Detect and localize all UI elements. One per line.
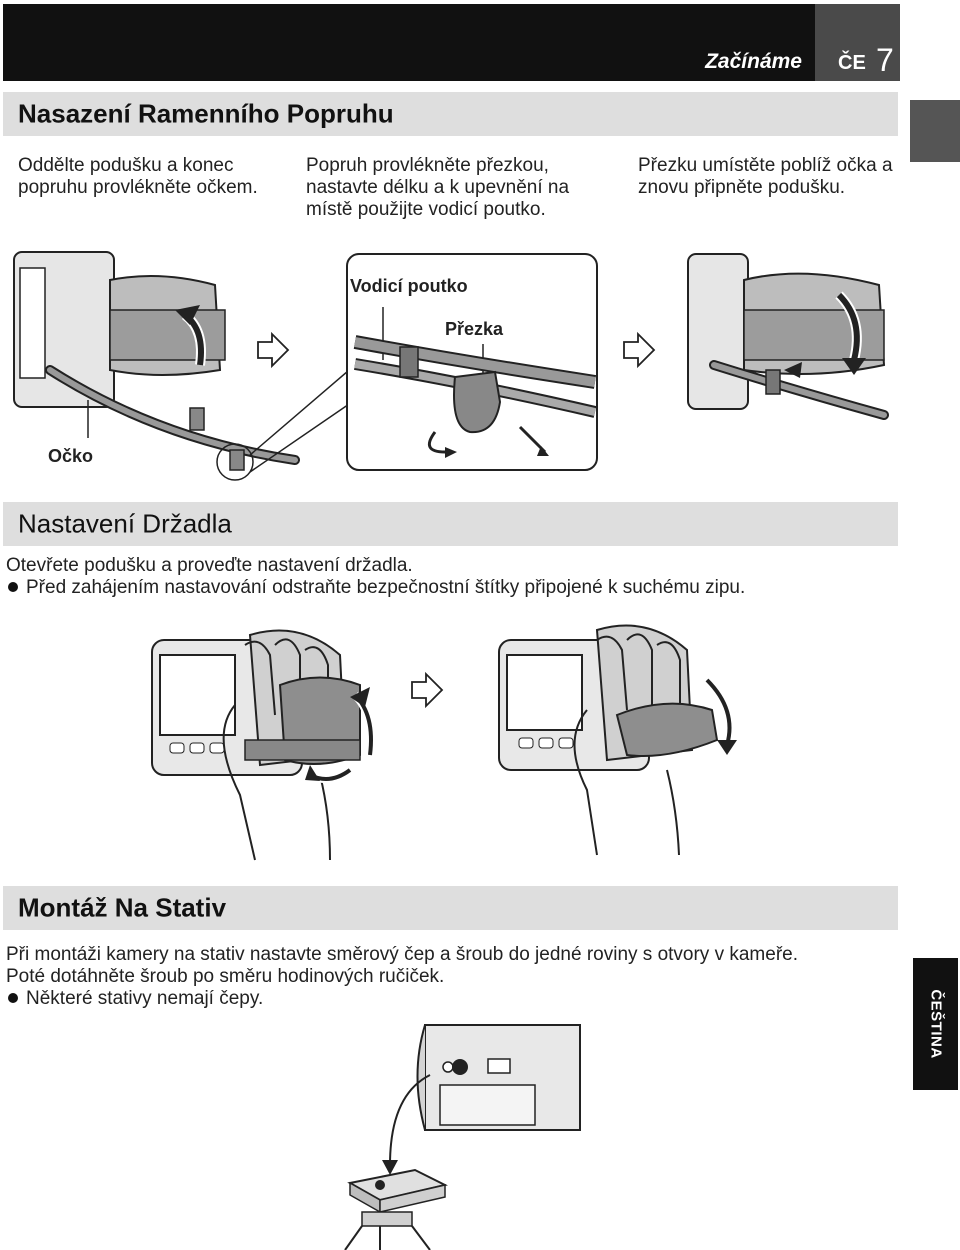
section-title-shoulder-strap: Nasazení Ramenního Popruhu <box>18 98 394 129</box>
step-arrow-2-icon <box>623 331 656 369</box>
label-guide-loop: Vodicí poutko <box>350 276 468 296</box>
section-title-tripod: Montáž Na Stativ <box>18 892 227 923</box>
strap-step3-illustration <box>687 253 889 420</box>
section-bar-tripod: Montáž Na Stativ <box>3 886 898 930</box>
step-2-text: Popruh provlékněte přezkou, nastavte dél… <box>306 155 570 220</box>
bullet-icon <box>8 993 18 1004</box>
side-tab-language: ČEŠTINA <box>913 958 958 1090</box>
tripod-bullet-item: Některé stativy nemají čepy. <box>6 988 263 1010</box>
side-tab-language-label: ČEŠTINA <box>927 989 944 1059</box>
grip-bullet-item: Před zahájením nastavování odstraňte bez… <box>6 577 745 599</box>
tripod-illustration <box>344 1024 581 1250</box>
side-tab-marker <box>910 100 960 162</box>
tripod-instruction-line1: Při montáži kamery na stativ nastavte sm… <box>6 944 798 965</box>
grip-step2-illustration <box>498 624 737 856</box>
header-bar <box>3 4 815 81</box>
section-bar-shoulder-strap: Nasazení Ramenního Popruhu <box>3 92 898 136</box>
label-buckle: Přezka <box>445 319 504 339</box>
step-arrow-1-icon <box>257 331 290 369</box>
tripod-instruction-line2: Poté dotáhněte šroub po směru hodinových… <box>6 966 445 987</box>
strap-step2-illustration: Vodicí poutko Přezka <box>346 253 598 471</box>
section-bar-grip: Nastavení Držadla <box>3 502 898 546</box>
section-title-grip: Nastavení Držadla <box>18 508 232 539</box>
strap-step1-illustration: Očko <box>13 251 356 481</box>
header-language-code: ČE <box>838 52 866 74</box>
bullet-icon <box>8 582 18 593</box>
tripod-bullet-text: Některé stativy nemají čepy. <box>26 988 264 1009</box>
label-eyelet: Očko <box>48 446 93 466</box>
grip-bullet-text: Před zahájením nastavování odstraňte bez… <box>26 577 746 598</box>
page-number: 7 <box>876 42 894 78</box>
grip-arrow-icon <box>411 671 444 709</box>
step-1-text: Oddělte podušku a konec popruhu provlékn… <box>18 155 258 198</box>
grip-instruction-text: Otevřete podušku a proveďte nastavení dr… <box>6 555 413 576</box>
header-page-box <box>815 4 900 81</box>
header-section-title: Začínáme <box>705 50 802 73</box>
step-3-text: Přezku umístěte poblíž očka a znovu přip… <box>638 155 893 198</box>
grip-step1-illustration <box>151 629 375 861</box>
